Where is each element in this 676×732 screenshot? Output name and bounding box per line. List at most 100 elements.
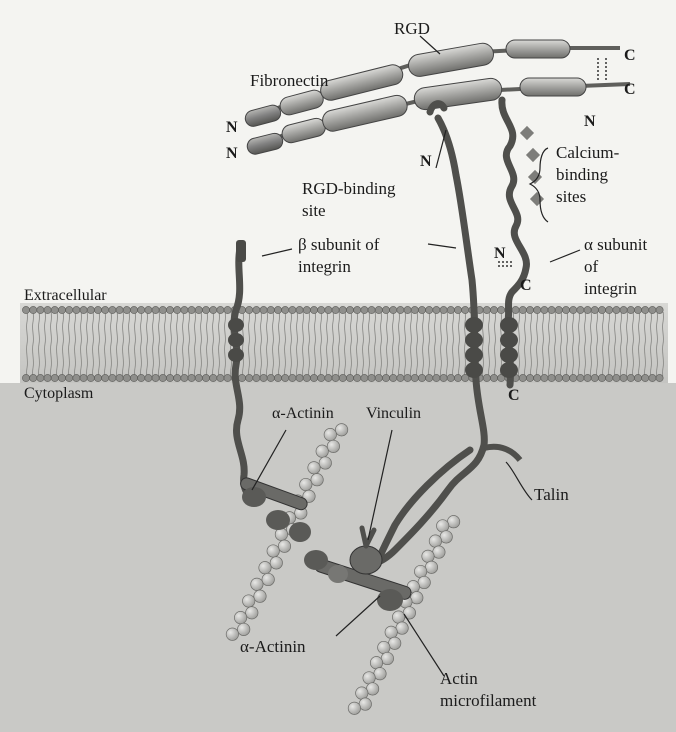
lipid-head xyxy=(318,374,325,381)
lipid-head xyxy=(548,374,555,381)
lipid-head xyxy=(130,374,137,381)
lipid-head xyxy=(382,374,389,381)
lipid-head xyxy=(562,374,569,381)
lipid-head xyxy=(440,374,447,381)
lipid-head xyxy=(390,374,397,381)
lipid-head xyxy=(253,374,260,381)
lipid-head xyxy=(37,374,44,381)
lipid-tails-top xyxy=(22,312,668,346)
lipid-tails-bottom xyxy=(22,346,668,376)
lipid-head xyxy=(253,306,260,313)
actin-bead xyxy=(374,668,386,680)
lipid-head xyxy=(202,374,209,381)
lipid-head xyxy=(534,374,541,381)
lipid-head xyxy=(454,374,461,381)
lipid-head xyxy=(210,374,217,381)
lipid-head xyxy=(138,374,145,381)
label-alpha-1: α subunit xyxy=(584,235,647,254)
lipid-head xyxy=(591,306,598,313)
actin-bead xyxy=(422,550,434,562)
label-n-alpha: N xyxy=(494,245,506,262)
lipid-head xyxy=(22,374,29,381)
label-fibronectin: Fibronectin xyxy=(250,71,329,90)
lipid-head xyxy=(555,306,562,313)
lipid-head xyxy=(51,374,58,381)
lipid-head xyxy=(584,374,591,381)
lipid-head xyxy=(289,374,296,381)
lipid-head xyxy=(555,374,562,381)
lipid-head xyxy=(570,374,577,381)
lipid-head xyxy=(159,306,166,313)
actin-bead xyxy=(392,611,404,623)
label-rgd-binding-1: RGD-binding xyxy=(302,179,396,198)
lipid-head xyxy=(37,306,44,313)
label-alpha-actinin-bottom: α-Actinin xyxy=(240,637,306,656)
lipid-head xyxy=(397,374,404,381)
lipid-head xyxy=(130,306,137,313)
lipid-head xyxy=(490,374,497,381)
lipid-head xyxy=(346,306,353,313)
lipid-head xyxy=(526,306,533,313)
actin-bead xyxy=(433,546,445,558)
lipid-head xyxy=(390,306,397,313)
lipid-head xyxy=(483,374,490,381)
lipid-head xyxy=(260,374,267,381)
cytoplasm-background xyxy=(0,383,676,732)
label-calcium-3: sites xyxy=(556,187,586,206)
actin-bead xyxy=(262,573,274,585)
lipid-head xyxy=(94,374,101,381)
lipid-head xyxy=(174,374,181,381)
lipid-head xyxy=(606,306,613,313)
lipid-head xyxy=(181,374,188,381)
lipid-head xyxy=(620,306,627,313)
lipid-head xyxy=(526,374,533,381)
lipid-head xyxy=(159,374,166,381)
lipid-head xyxy=(73,306,80,313)
actin-bead xyxy=(363,672,375,684)
lipid-head xyxy=(188,374,195,381)
actin-bead xyxy=(359,698,371,710)
actin-bead xyxy=(389,637,401,649)
lipid-head xyxy=(591,374,598,381)
label-cytoplasm: Cytoplasm xyxy=(24,385,94,402)
actin-bead xyxy=(418,576,430,588)
lipid-head xyxy=(145,306,152,313)
lipid-head xyxy=(447,374,454,381)
lipid-head xyxy=(152,374,159,381)
lipid-head xyxy=(296,306,303,313)
lipid-head xyxy=(512,306,519,313)
lipid-head xyxy=(325,374,332,381)
lipid-head xyxy=(282,374,289,381)
lipid-head xyxy=(138,306,145,313)
lipid-head xyxy=(274,374,281,381)
lipid-head xyxy=(649,306,656,313)
lipid-head xyxy=(282,306,289,313)
lipid-head xyxy=(87,306,94,313)
lipid-head xyxy=(332,374,339,381)
lipid-head xyxy=(109,374,116,381)
actin-bead xyxy=(246,607,258,619)
lipid-head xyxy=(73,374,80,381)
lipid-head xyxy=(598,374,605,381)
lipid-head xyxy=(274,306,281,313)
actin-bead xyxy=(300,478,312,490)
label-c-membrane: C xyxy=(508,387,520,404)
actin-bead xyxy=(278,540,290,552)
lipid-head xyxy=(404,306,411,313)
actin-bead xyxy=(370,657,382,669)
lipid-head xyxy=(217,306,224,313)
label-talin: Talin xyxy=(534,485,569,504)
actin-bead xyxy=(335,424,347,436)
lipid-head xyxy=(656,306,663,313)
lipid-head xyxy=(102,306,109,313)
lipid-head xyxy=(354,306,361,313)
lipid-head xyxy=(361,374,368,381)
label-extracellular: Extracellular xyxy=(24,287,107,304)
lipid-head xyxy=(411,374,418,381)
label-beta-1: β subunit of xyxy=(298,235,380,254)
label-alpha-2: of xyxy=(584,257,599,276)
lipid-head xyxy=(534,306,541,313)
lipid-head xyxy=(541,374,548,381)
lipid-head xyxy=(296,374,303,381)
lipid-head xyxy=(620,374,627,381)
